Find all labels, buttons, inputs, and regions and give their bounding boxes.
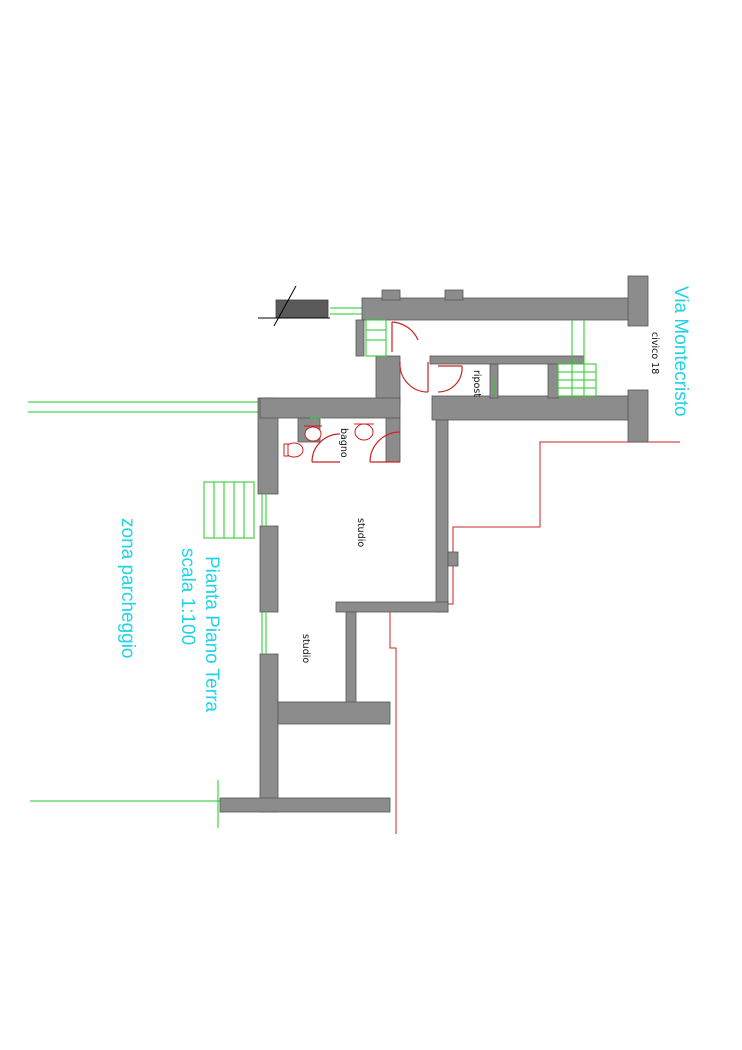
wall-pilaster	[447, 551, 459, 567]
room-label-storage: ripost	[471, 370, 482, 397]
street-number: civico 18	[649, 332, 660, 374]
wall	[435, 419, 449, 613]
wall	[259, 653, 279, 813]
wall	[431, 395, 629, 421]
entrance-stair	[365, 319, 387, 357]
wall-pilaster	[381, 289, 401, 301]
wall	[355, 319, 365, 357]
sink-icon	[354, 423, 374, 441]
street-name: Via Montecristo	[670, 286, 691, 417]
parking-area-label: zona parcheggio	[117, 518, 138, 659]
door	[369, 431, 401, 463]
wall	[429, 355, 585, 365]
wall-pilaster	[444, 289, 464, 301]
street-stair	[557, 320, 597, 397]
room-label-bath: bagno	[338, 428, 349, 458]
door	[399, 361, 429, 393]
door	[311, 433, 341, 463]
room-label-studio: studio	[300, 634, 311, 663]
wall-pier	[627, 275, 649, 327]
plan-title: Pianta Piano Terra	[201, 556, 222, 712]
external-stair	[203, 481, 255, 539]
toilet-icon	[283, 442, 304, 458]
plan-scale: scala 1:100	[177, 548, 198, 645]
room-label-studio: studio	[355, 518, 366, 547]
wall-pier	[627, 389, 649, 443]
wall	[385, 417, 401, 463]
wall	[277, 701, 391, 725]
wall	[259, 525, 279, 613]
wall	[259, 397, 401, 419]
property-boundary	[389, 441, 680, 834]
door	[437, 365, 463, 393]
wall	[219, 797, 391, 813]
door	[391, 321, 419, 352]
cut-line	[273, 285, 297, 327]
wall	[361, 297, 633, 321]
wall	[335, 601, 449, 613]
wall	[547, 359, 559, 399]
bidet-icon	[304, 425, 322, 442]
wall	[345, 611, 357, 705]
